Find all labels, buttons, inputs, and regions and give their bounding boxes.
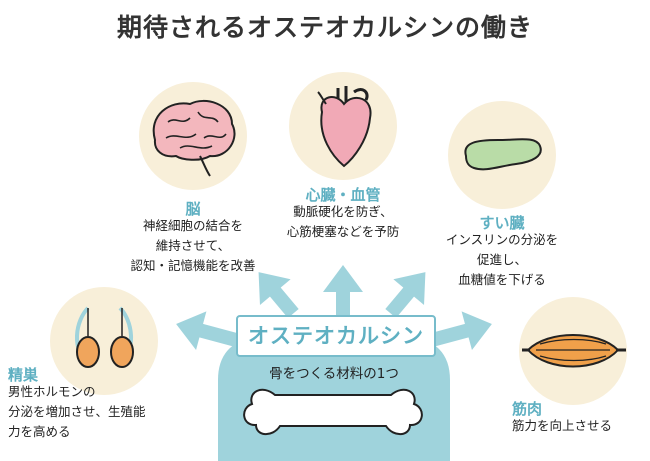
brain-label: 脳: [185, 200, 201, 218]
testes-description-line: 男性ホルモンの: [8, 384, 96, 399]
muscle-label: 筋肉: [512, 400, 543, 418]
heart-description: 動脈硬化を防ぎ、 心筋梗塞などを予防: [272, 202, 414, 242]
osteocalcin-box: オステオカルシン: [236, 315, 436, 357]
pancreas-description: インスリンの分泌を 促進し、 血糖値を下げる: [432, 230, 572, 290]
arrow-to-pancreas: [385, 272, 426, 319]
heart-icon: [317, 86, 372, 168]
pancreas-icon: [464, 138, 542, 171]
pancreas-label: すい臓: [479, 214, 525, 232]
muscle-icon: [522, 334, 626, 368]
testes-description-line: 分泌を増加させ、生殖能: [8, 404, 146, 419]
osteocalcin-caption: 骨をつくる材料の1つ: [269, 366, 399, 382]
testes-description: 男性ホルモンの 分泌を増加させ、生殖能 力を高める: [8, 382, 178, 442]
muscle-description: 筋力を向上させる: [512, 416, 642, 436]
brain-description: 神経細胞の結合を 維持させて、 認知・記憶機能を改善: [120, 216, 266, 276]
bone-icon: [243, 388, 423, 436]
heart-label: 心臓・血管: [305, 186, 381, 204]
testes-icon: [74, 306, 134, 368]
pancreas-description-line: インスリンの分泌を: [445, 232, 559, 247]
arrow-to-testes: [176, 311, 240, 351]
pancreas-description-line: 促進し、: [476, 252, 527, 267]
testes-label: 精巣: [8, 366, 39, 384]
testes-description-line: 力を高める: [8, 424, 71, 439]
arrows: [176, 265, 492, 351]
brain-description-line: 維持させて、: [155, 238, 231, 253]
pancreas-description-line: 血糖値を下げる: [458, 272, 546, 287]
heart-description-line: 動脈硬化を防ぎ、: [293, 204, 393, 219]
heart-description-line: 心筋梗塞などを予防: [286, 224, 400, 239]
brain-description-line: 神経細胞の結合を: [142, 218, 243, 233]
brain-icon: [152, 99, 236, 177]
arrow-to-heart: [323, 265, 363, 320]
page-title: 期待されるオステオカルシンの働き: [116, 13, 533, 42]
arrow-to-brain: [258, 272, 299, 319]
arrow-to-muscle: [428, 311, 492, 351]
brain-description-line: 認知・記憶機能を改善: [130, 258, 256, 273]
muscle-description-line: 筋力を向上させる: [512, 418, 613, 433]
testes-circle: [50, 287, 158, 395]
